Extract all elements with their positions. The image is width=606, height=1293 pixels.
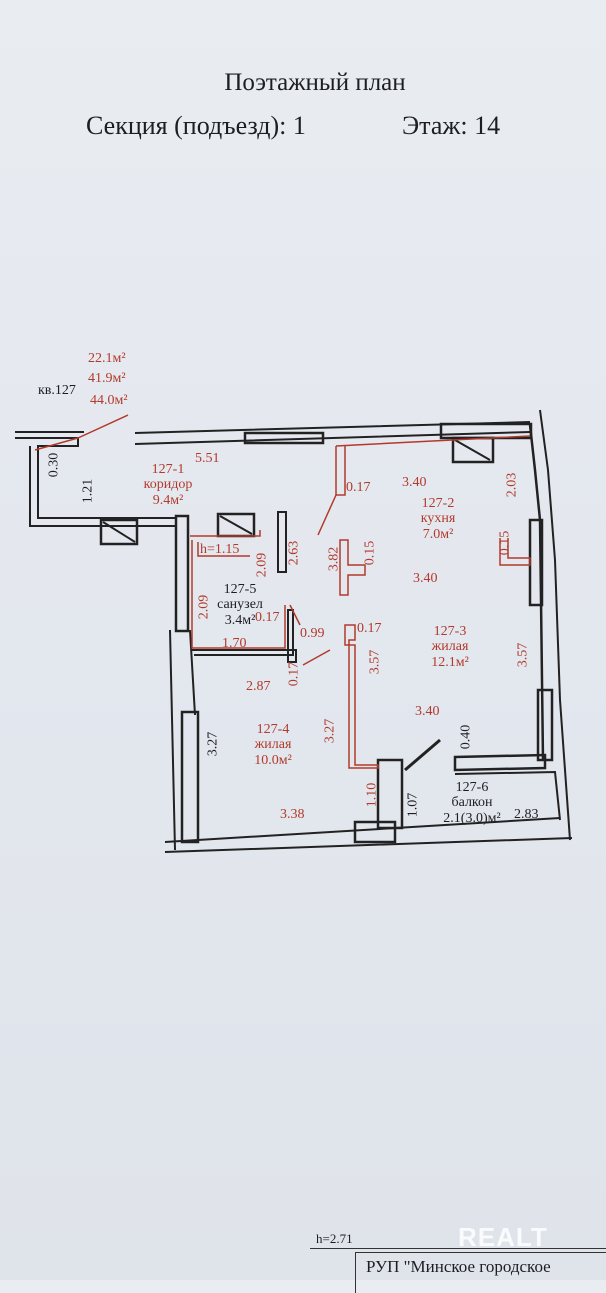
dim-label: 3.82 [326, 546, 342, 572]
room-id: 127-2 [421, 496, 455, 511]
dim-label: 3.40 [413, 571, 438, 586]
room-127-6: 127-6 балкон 2.1(3.0)м² [432, 780, 512, 826]
apartment-area-living: 22.1м² [88, 351, 126, 366]
dim-label: h=1.15 [200, 542, 240, 557]
dim-label: 2.09 [196, 594, 212, 620]
dim-label: 1.21 [80, 478, 96, 504]
room-127-2: 127-2 кухня 7.0м² [408, 496, 468, 542]
dim-label: 2.87 [246, 679, 271, 694]
dim-label: 3.38 [280, 807, 305, 822]
apartment-area-total: 41.9м² [88, 371, 126, 386]
room-127-5: 127-5 санузел 3.4м² [210, 582, 270, 628]
dim-label: 0.30 [46, 452, 62, 478]
organization-name: РУП "Минское городское [366, 1257, 551, 1276]
room-127-3: 127-3 жилая 12.1м² [420, 624, 480, 670]
apartment-area-with-balcony: 44.0м² [90, 393, 128, 408]
room-name: балкон [451, 795, 493, 811]
apartment-number: кв.127 [38, 383, 76, 398]
room-area: 9.4м² [152, 492, 184, 508]
dim-label: 3.40 [402, 475, 427, 490]
room-id: 127-6 [455, 780, 489, 795]
room-id: 127-5 [223, 582, 257, 597]
room-id: 127-3 [433, 624, 467, 639]
room-127-4: 127-4 жилая 10.0м² [243, 722, 303, 768]
ceiling-height: h=2.71 [316, 1231, 353, 1246]
room-name: жилая [254, 737, 292, 753]
room-id: 127-4 [256, 722, 290, 737]
dim-label: 0.40 [458, 724, 474, 750]
dim-label: 3.27 [205, 731, 221, 757]
dim-label: 3.57 [367, 649, 383, 675]
dim-label: 0.17 [357, 621, 382, 636]
room-name: кухня [420, 511, 456, 527]
room-name: жилая [431, 639, 469, 655]
dim-label: 0.99 [300, 626, 325, 641]
room-name: санузел [217, 597, 263, 613]
room-area: 10.0м² [254, 752, 292, 768]
dim-label: 3.27 [322, 718, 338, 744]
dim-label: 1.07 [405, 792, 421, 818]
room-name: коридор [143, 477, 193, 493]
stamp-box [355, 1252, 606, 1293]
dim-label: 3.57 [515, 642, 531, 668]
dim-label: 2.83 [514, 807, 539, 822]
dim-label: 0.17 [255, 610, 280, 625]
room-area: 12.1м² [431, 654, 469, 670]
dim-label: 5.51 [195, 451, 220, 466]
dim-label: 0.15 [497, 530, 513, 556]
dim-label: 3.40 [415, 704, 440, 719]
dim-label: 2.03 [504, 472, 520, 498]
room-id: 127-1 [151, 462, 185, 477]
room-area: 2.1(3.0)м² [443, 810, 501, 826]
dim-label: 0.17 [286, 661, 302, 687]
realt-watermark-logo: REALT [458, 1222, 548, 1252]
dim-label: 0.17 [346, 480, 371, 495]
room-127-1: 127-1 коридор 9.4м² [138, 462, 198, 508]
room-area: 7.0м² [422, 526, 454, 542]
floor-label: Этаж: 14 [402, 111, 501, 140]
plan-title: Поэтажный план [224, 69, 406, 96]
room-area: 3.4м² [224, 612, 256, 628]
footer-divider [310, 1248, 606, 1249]
section-label: Секция (подъезд): 1 [86, 111, 306, 140]
dim-label: 1.10 [364, 782, 380, 808]
dim-label: 0.15 [362, 540, 378, 566]
dim-label: 2.63 [286, 540, 302, 566]
dim-label: 1.70 [222, 636, 247, 651]
dim-label: 2.09 [254, 552, 270, 578]
